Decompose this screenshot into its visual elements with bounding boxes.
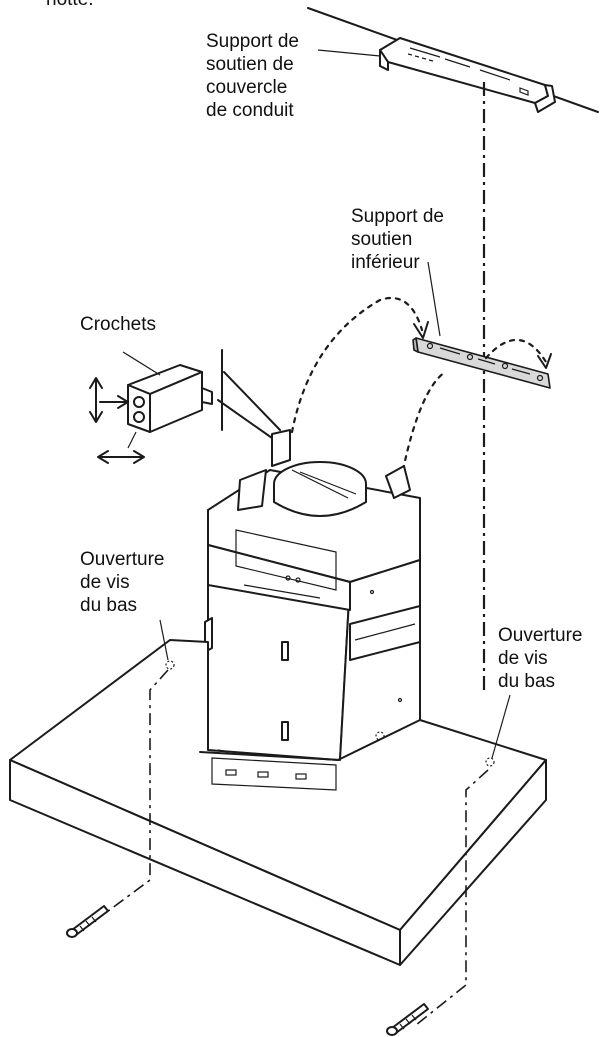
screw-line-right: [415, 769, 489, 1026]
lower-support-bracket: [412, 337, 551, 389]
lower-bracket-leader: [427, 261, 441, 337]
arc-right: [401, 370, 447, 472]
lower-support-label: Support de soutien inférieur: [351, 206, 444, 273]
arc-top-right-arrowhead: [537, 353, 552, 369]
arc-left: [290, 296, 424, 434]
bottom-screw-hole-left-label: Ouverture de vis du bas: [80, 549, 165, 616]
wall-edge-lines: [217, 349, 281, 439]
arc-left-arrowhead: [413, 321, 429, 339]
hood-canopy: [9, 639, 547, 966]
hook-detail: [89, 351, 213, 464]
bottom-screw-hole-right-label: Ouverture de vis du bas: [498, 625, 583, 692]
mount-tab-left-2: [237, 469, 267, 511]
screw-right: [386, 1003, 429, 1036]
screw-left: [66, 905, 109, 938]
screw-line-left: [95, 669, 169, 921]
mount-tab-left: [271, 429, 291, 467]
top-fragment-label: hotte.: [46, 0, 94, 11]
mount-tab-right: [385, 465, 411, 499]
blower-collar: [273, 461, 367, 517]
duct-cover-bracket-leader: [317, 49, 381, 57]
duct-cover-support-label: Support de soutien de couvercle de condu…: [206, 31, 299, 121]
screw-hole-right-leader: [491, 694, 511, 759]
hooks-label: Crochets: [80, 314, 157, 335]
arc-top-right: [484, 338, 548, 364]
duct-cover-support-bracket: [379, 37, 556, 113]
screw-hole-left-leader: [159, 619, 169, 661]
